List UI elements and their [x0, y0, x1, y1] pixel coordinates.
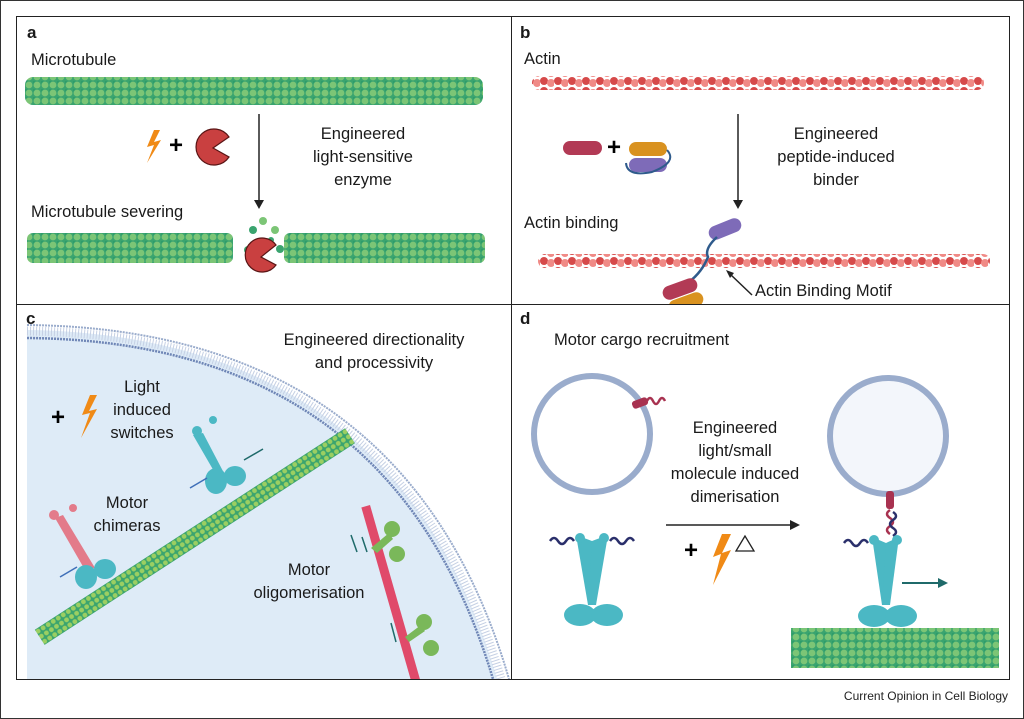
plus-icon: + [607, 134, 621, 161]
enzyme-pacman-icon [195, 128, 230, 166]
heading-line: and processivity [314, 354, 434, 372]
actin-binding-motif [688, 236, 718, 283]
panel-a-graphics: + [25, 77, 485, 273]
arrow-text-line: enzyme [334, 171, 392, 189]
label-line: Motor [287, 561, 331, 579]
actin-binding-label: Actin binding [524, 214, 619, 232]
microtubule [25, 77, 483, 105]
journal-credit: Current Opinion in Cell Biology [843, 689, 1008, 703]
cell-membrane-outer [26, 324, 510, 679]
heading-line: Engineered directionality [283, 331, 465, 349]
label-line: chimeras [93, 517, 161, 535]
label-line: induced [113, 401, 171, 419]
motor-cargo-title: Motor cargo recruitment [554, 331, 730, 349]
motor-coil-right [608, 536, 636, 546]
enzyme-severing [244, 237, 277, 273]
cargo-adaptor-bound [886, 491, 894, 509]
actin-filament-bound [538, 254, 990, 268]
microtubule-label: Microtubule [31, 51, 117, 69]
microtubule-diagonal [34, 428, 355, 645]
binder-linker [625, 149, 672, 175]
dimerised-coils-motor [888, 510, 898, 538]
actin-label: Actin [524, 50, 561, 68]
motor-oligomer-bottom [405, 614, 439, 656]
peptide-bound [662, 278, 698, 300]
motor-unbound [564, 533, 623, 626]
annotation-arrow [729, 273, 753, 296]
microtubule-right-fragment [284, 233, 485, 263]
panel-c-graphics: + [26, 324, 510, 679]
direction-arrows [59, 448, 397, 643]
label-line: Motor [105, 494, 149, 512]
binder-top-domain [629, 142, 667, 156]
motor-oligomer-top [371, 521, 405, 562]
panel-label: c [26, 309, 36, 328]
cell-membrane-inner [26, 336, 495, 679]
panel-a: a Microtubule + Engineered [16, 16, 513, 306]
panel-d: d Motor cargo recruitment + [511, 304, 1010, 680]
vesicle-bound [827, 375, 949, 497]
movement-arrowhead [938, 578, 948, 588]
arrow-text-line: light/small [698, 442, 772, 460]
arrow-text-line: Engineered [793, 125, 879, 143]
binder-top-domain [708, 218, 742, 240]
microtubule-track [791, 628, 999, 668]
actin-binding-motif-label: Actin Binding Motif [755, 282, 892, 300]
panel-d-graphics: + [531, 373, 999, 668]
actin-filament [532, 76, 984, 90]
annotation-arrowhead [726, 270, 734, 278]
binder-bottom-domain [629, 158, 667, 172]
lightning-icon [81, 395, 97, 438]
arrow-text-line: light-sensitive [313, 148, 413, 166]
light-induced-switches-label: Light induced switches [102, 376, 182, 445]
arrow-text-line: peptide-induced [777, 148, 895, 166]
motor-switch [192, 416, 246, 494]
motor-coil-free [842, 538, 870, 548]
reaction-description: Engineered peptide-induced binder [756, 123, 916, 192]
reaction-arrowhead [733, 200, 743, 209]
panel-b-graphics: + [532, 76, 990, 305]
lightning-icon [147, 130, 161, 163]
arrow-text-line: Engineered [320, 125, 406, 143]
reaction-description: Engineered light/small molecule induced … [650, 417, 820, 509]
panel-c: + c Engineered directionality and proces… [16, 304, 513, 680]
motor-bound [858, 535, 917, 627]
microtubule-left-fragment [27, 233, 233, 263]
arrow-text-line: molecule induced [670, 465, 800, 483]
severing-label: Microtubule severing [31, 203, 184, 221]
arrow-text-line: Engineered [692, 419, 778, 437]
motor-chimera [49, 504, 116, 589]
motor-coil-left [548, 536, 576, 546]
peptide-icon [563, 141, 602, 155]
lightning-icon [713, 534, 731, 585]
plus-icon: + [169, 132, 183, 159]
binder-bottom-bound [668, 292, 704, 305]
cell-interior [27, 330, 497, 679]
actin-filament-edge [361, 505, 431, 679]
arrow-text-line: dimerisation [690, 488, 780, 506]
panel-label: b [520, 23, 531, 42]
plus-icon: + [51, 404, 65, 431]
cell-membrane-lipids [26, 326, 506, 679]
label-line: oligomerisation [253, 584, 365, 602]
cargo-adaptor-coil [645, 396, 667, 406]
panel-label: d [520, 309, 531, 328]
arrow-text-line: binder [813, 171, 859, 189]
vesicle-unbound [531, 373, 653, 495]
label-line: Light [124, 378, 160, 396]
directionality-heading: Engineered directionality and processivi… [249, 329, 499, 375]
motor-oligomerisation-label: Motor oligomerisation [239, 559, 379, 605]
panel-b: b Actin + Engineered peptide-induced bin… [511, 16, 1010, 306]
cargo-adaptor [631, 397, 649, 409]
panel-label: a [27, 23, 37, 42]
label-line: switches [110, 424, 174, 442]
small-molecule-triangle-icon [734, 534, 756, 552]
plus-icon: + [684, 537, 698, 564]
reaction-arrowhead [790, 520, 800, 530]
motor-chimeras-label: Motor chimeras [87, 492, 167, 538]
reaction-arrowhead [254, 200, 264, 209]
dimerised-coils [885, 508, 895, 536]
reaction-description: Engineered light-sensitive enzyme [283, 123, 443, 192]
